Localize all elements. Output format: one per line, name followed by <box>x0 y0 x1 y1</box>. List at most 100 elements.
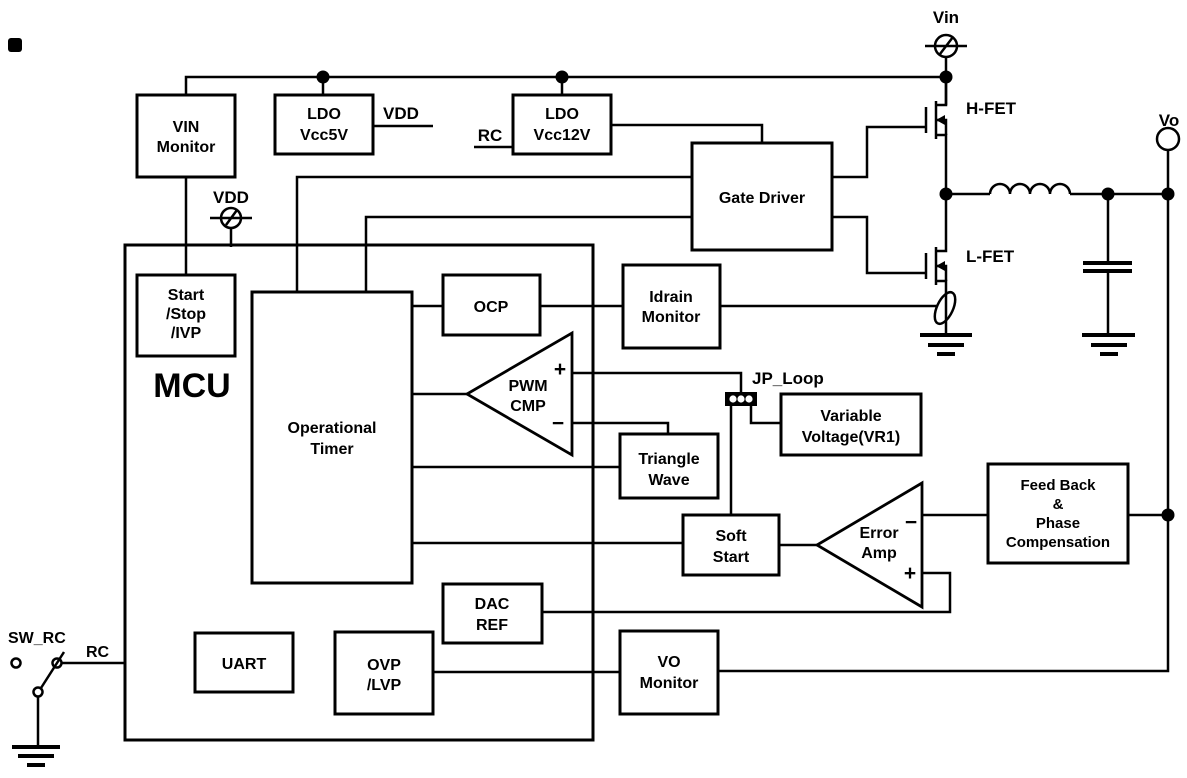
uart-label: UART <box>222 656 267 673</box>
ocp-block <box>441 273 542 337</box>
vin-terminal-icon <box>925 33 967 59</box>
timer-to-gatedriver-high-wire <box>295 175 692 292</box>
soft-start-block <box>681 513 781 577</box>
symbols <box>10 33 1181 767</box>
lfet-mosfet-icon <box>924 194 948 334</box>
blocks <box>135 93 1130 716</box>
lfet-label: L-FET <box>966 247 1015 266</box>
hfet-label: H-FET <box>966 99 1017 118</box>
dac-ref-block <box>441 582 544 645</box>
ldo-vcc5v-label-1: LDO <box>307 106 341 123</box>
switch-ground-icon <box>12 745 60 767</box>
ovp-lvp-label-2: /LVP <box>367 677 402 694</box>
vo-feedback-rail-wire <box>718 150 1170 673</box>
mcu-outline-box <box>123 243 595 742</box>
dac-ref-label-2: REF <box>476 617 508 634</box>
sw-rc-label: SW_RC <box>8 630 66 647</box>
vin-monitor-block <box>135 93 237 179</box>
vo-label: Vo <box>1159 111 1179 130</box>
jp-loop-jumper-icon <box>725 392 757 406</box>
rc-switch-label: RC <box>86 644 110 661</box>
jumper-to-vr1-wire <box>749 406 781 425</box>
error-amp-plus-sign: + <box>904 562 916 585</box>
rc-ldo-label: RC <box>478 126 503 145</box>
triangle-wave-label-1: Triangle <box>638 451 699 468</box>
start-stop-label-2: /Stop <box>166 306 206 323</box>
inductor-icon <box>988 182 1072 195</box>
vin-monitor-label-1: VIN <box>173 119 200 136</box>
soft-start-label-2: Start <box>713 549 750 566</box>
uart-block <box>193 631 295 694</box>
dac-ref-label-1: DAC <box>475 596 510 613</box>
pwm-cmp-label-2: CMP <box>510 398 546 415</box>
labels: Vin Vo VDD VDD RC H-FET L-FET JP_Loop SW… <box>8 8 1179 694</box>
vo-monitor-label-1: VO <box>657 654 680 671</box>
ldo12v-to-gatedriver-wire <box>611 123 764 143</box>
error-amp-triangle <box>814 480 924 610</box>
gate-driver-block <box>690 141 834 252</box>
idrain-monitor-label-1: Idrain <box>649 289 693 306</box>
vin-top-rail-wire <box>184 75 946 95</box>
vdd-terminal-label: VDD <box>213 188 249 207</box>
variable-voltage-label-1: Variable <box>820 408 881 425</box>
pwmcmp-minus-to-trianglewave-wire <box>572 421 670 434</box>
feedback-label-2: & <box>1053 496 1064 513</box>
operational-timer-label-2: Timer <box>310 441 353 458</box>
corner-marker <box>8 38 22 52</box>
vo-terminal-icon <box>1155 126 1181 152</box>
start-stop-label-3: /IVP <box>171 325 202 342</box>
variable-voltage-block <box>779 392 923 457</box>
operational-timer-block <box>250 290 414 585</box>
triangle-wave-label-2: Wave <box>648 472 689 489</box>
vo-monitor-block <box>618 629 720 716</box>
feedback-label-3: Phase <box>1036 515 1080 532</box>
ocp-label: OCP <box>474 299 509 316</box>
ovp-lvp-block <box>333 630 435 716</box>
junction-dots <box>316 70 1175 522</box>
variable-voltage-label-2: Voltage(VR1) <box>802 429 900 446</box>
vo-monitor-label-2: Monitor <box>640 675 699 692</box>
ldo-vcc5v-label-2: Vcc5V <box>300 127 348 144</box>
wires <box>36 57 1170 745</box>
soft-start-label-1: Soft <box>715 528 747 545</box>
start-stop-label-1: Start <box>168 287 205 304</box>
vdd-out-label: VDD <box>383 104 419 123</box>
vin-monitor-label-2: Monitor <box>157 139 216 156</box>
feedback-label-1: Feed Back <box>1020 477 1096 494</box>
pwm-cmp-minus-sign: − <box>552 412 564 435</box>
pwm-cmp-plus-sign: + <box>554 358 566 381</box>
ldo-vcc12v-block <box>511 93 613 156</box>
pwm-cmp-label-1: PWM <box>508 378 547 395</box>
ldo-vcc12v-label-1: LDO <box>545 106 579 123</box>
idrain-monitor-block <box>621 263 722 350</box>
jp-loop-label: JP_Loop <box>752 369 824 388</box>
error-amp-minus-sign: − <box>905 511 917 534</box>
lfet-ground-icon <box>920 333 972 356</box>
sw-rc-switch-icon <box>10 651 66 698</box>
operational-timer-label-1: Operational <box>288 420 377 437</box>
ldo-vcc5v-block <box>273 93 375 156</box>
error-amp-label-2: Amp <box>861 545 897 562</box>
gatedriver-to-hfet-gate-wire <box>832 125 926 179</box>
vin-label: Vin <box>933 8 959 27</box>
pwm-comparator-triangle <box>464 330 574 458</box>
gatedriver-to-lfet-gate-wire <box>832 215 926 275</box>
ovp-lvp-label-1: OVP <box>367 657 401 674</box>
ldo-vcc12v-label-2: Vcc12V <box>534 127 591 144</box>
error-amp-label-1: Error <box>859 525 898 542</box>
triangle-wave-block <box>618 432 720 500</box>
capacitor-icon <box>1083 261 1132 273</box>
feedback-label-4: Compensation <box>1006 534 1110 551</box>
timer-to-gatedriver-low-wire <box>364 215 692 292</box>
feedback-phase-comp-block <box>986 462 1130 565</box>
gate-driver-label: Gate Driver <box>719 190 805 207</box>
pwmcmp-plus-to-jumper-wire <box>572 371 743 392</box>
current-sense-loop-icon <box>933 290 957 326</box>
hfet-mosfet-icon <box>924 77 948 194</box>
start-stop-ivp-block <box>135 273 237 358</box>
mcu-label: MCU <box>153 367 230 405</box>
dacref-to-erroramp-plus-wire <box>542 571 952 614</box>
capacitor-ground-icon <box>1082 333 1135 356</box>
